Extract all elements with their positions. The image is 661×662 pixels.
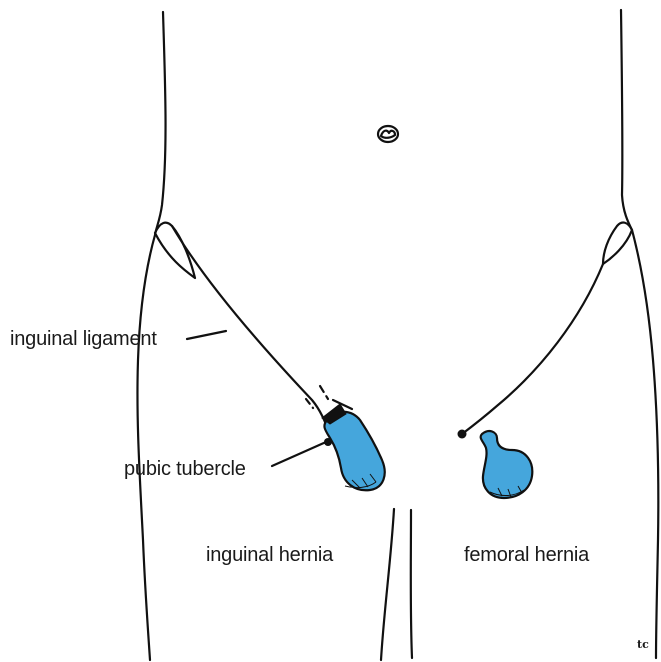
artist-mark: tc: [637, 638, 649, 651]
navel-inner: [381, 131, 395, 138]
inguinal-ligament-label: inguinal ligament: [10, 329, 157, 349]
deep-ring-dash-2: [320, 386, 328, 399]
right-iliac-crest: [603, 223, 632, 264]
pubic-tubercle-dot-right: [458, 430, 467, 439]
pubic-tubercle-leader: [272, 442, 326, 466]
femoral-hernia-label: femoral hernia: [464, 545, 589, 565]
femoral-hernia-bulge: [481, 431, 533, 498]
right-body-outline: [621, 10, 658, 658]
pubic-tubercle-label: pubic tubercle: [124, 459, 246, 479]
pubic-tubercle-dot-left: [324, 438, 332, 446]
left-inguinal-ligament: [172, 226, 330, 436]
inguinal-hernia-bulge: [324, 412, 384, 491]
right-inguinal-ligament: [462, 264, 603, 434]
right-inner-thigh: [411, 510, 412, 658]
left-inner-thigh: [381, 509, 394, 660]
inguinal-hernia-label: inguinal hernia: [206, 545, 333, 565]
inguinal-ligament-leader: [187, 331, 226, 339]
